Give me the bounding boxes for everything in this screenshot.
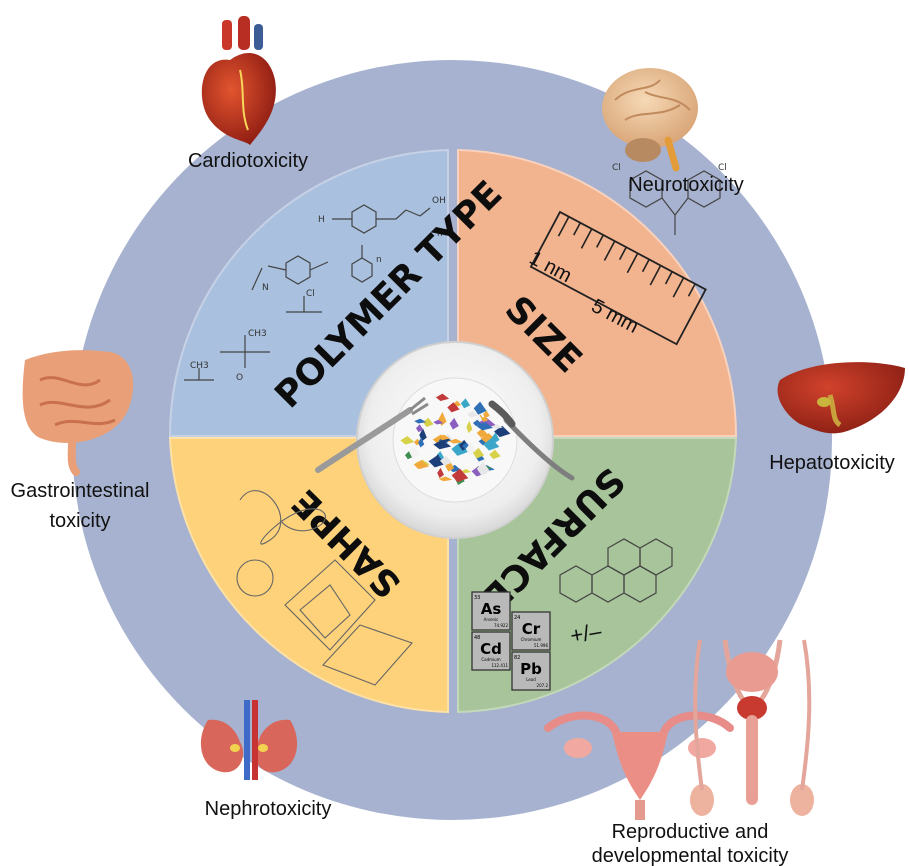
chem-oh-label: OH [432, 196, 446, 206]
chem-cl1-label: Cl [612, 163, 621, 173]
element-mass: 207.2 [537, 683, 549, 688]
chem-o-label: O [236, 373, 243, 383]
element-mass: 51.996 [534, 643, 548, 648]
element-symbol: As [481, 600, 502, 618]
hepatotoxicity-label: Hepatotoxicity [769, 452, 895, 474]
element-number: 24 [514, 615, 520, 621]
chem-h-label: H [318, 215, 325, 225]
element-mass: 74.922 [494, 623, 508, 628]
gastrointestinal-label: Gastrointestinal [11, 480, 150, 502]
element-symbol: Pb [520, 660, 542, 678]
chem-ch3-label: CH3 [248, 329, 267, 339]
chem-cl2-label: Cl [718, 163, 727, 173]
reproductive-label-2: developmental toxicity [592, 845, 789, 866]
element-tile-as: 33AsArsenic74.922 [472, 592, 510, 630]
cardiotoxicity-label: Cardiotoxicity [188, 150, 308, 172]
chem-nh-label: N [262, 283, 269, 293]
chem-ch3b-label: CH3 [190, 361, 209, 371]
element-name: Lead [526, 677, 536, 682]
gastrointestinal-label-2: toxicity [49, 510, 110, 532]
element-name: Arsenic [484, 617, 499, 622]
nephrotoxicity-label: Nephrotoxicity [205, 798, 332, 820]
element-mass: 112.411 [491, 663, 508, 668]
element-symbol: Cr [522, 620, 541, 638]
element-symbol: Cd [480, 640, 502, 658]
neurotoxicity-label: Neurotoxicity [628, 174, 744, 196]
element-name: Chromium [521, 637, 542, 642]
element-number: 33 [474, 595, 480, 601]
reproductive-label: Reproductive and [612, 821, 769, 843]
chem-cl-label: Cl [306, 289, 315, 299]
chem-n2-label: n [376, 255, 382, 265]
element-name: Cadmium [481, 657, 500, 662]
